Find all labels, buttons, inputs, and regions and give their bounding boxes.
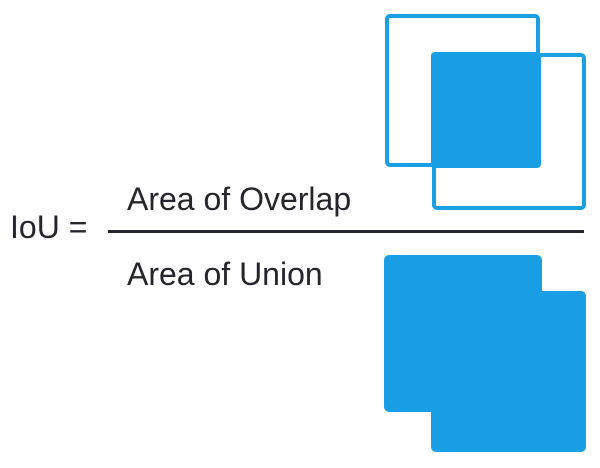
- denominator-label: Area of Union: [127, 256, 323, 292]
- fraction-bar: [108, 230, 584, 233]
- overlap-fill: [431, 52, 541, 168]
- union-box-b: [431, 291, 586, 452]
- numerator-label: Area of Overlap: [127, 181, 352, 217]
- iou-label: IoU =: [10, 209, 88, 245]
